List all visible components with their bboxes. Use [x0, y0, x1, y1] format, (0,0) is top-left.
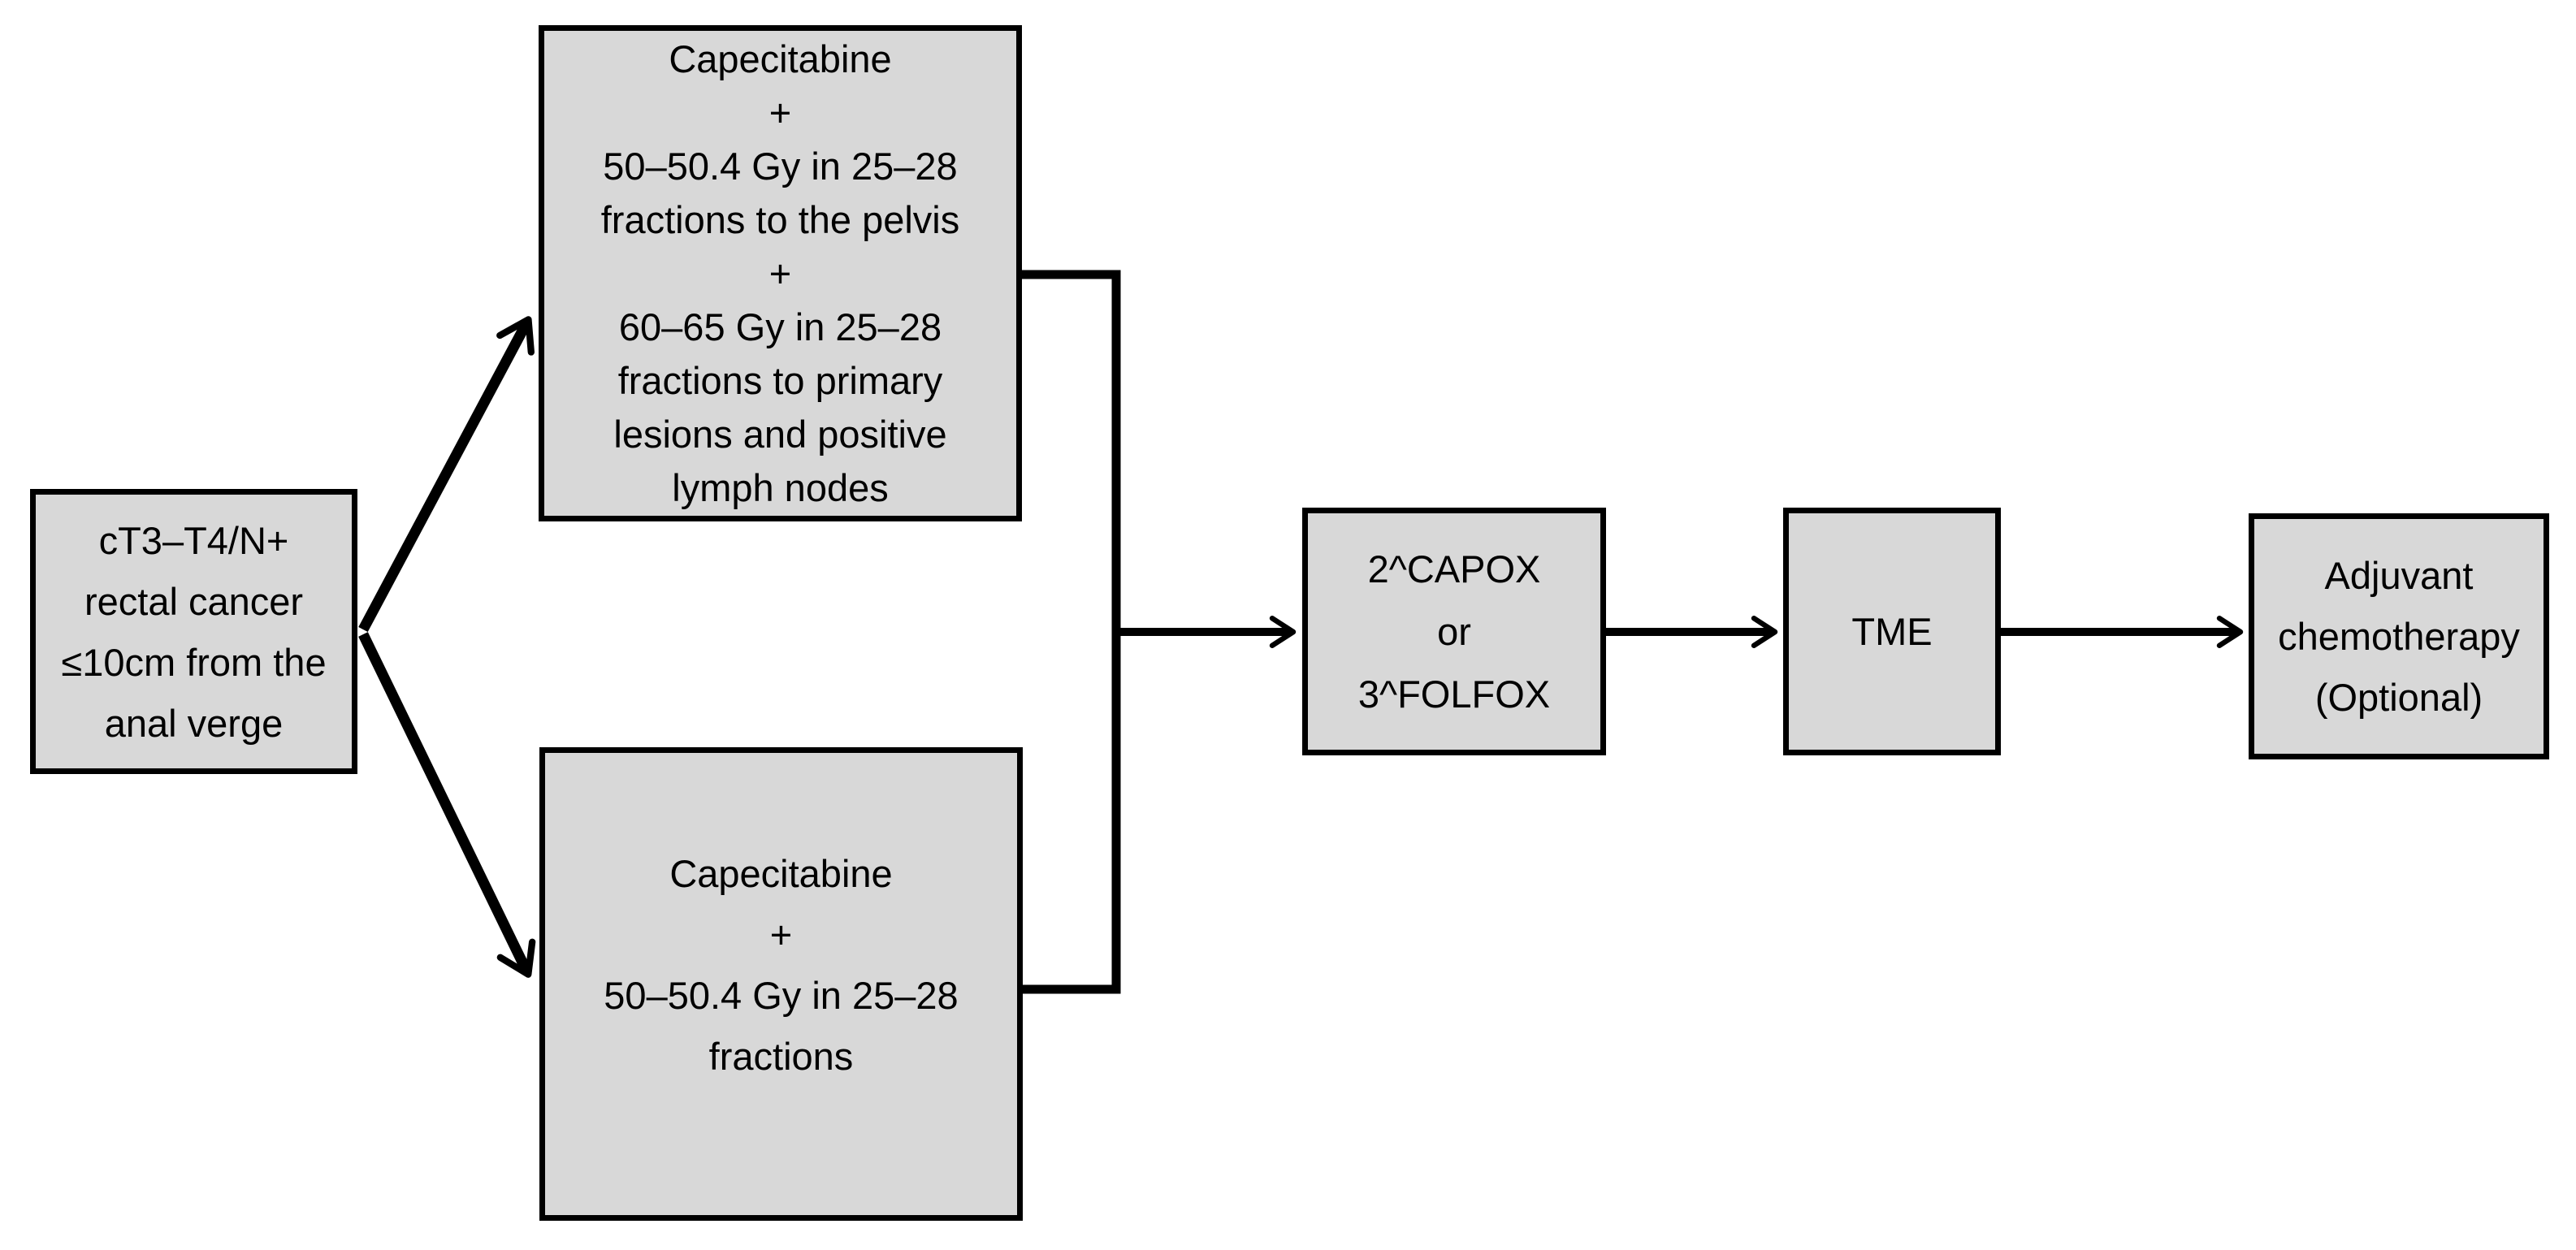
node-chemoradiation-label: Capecitabine + 50–50.4 Gy in 25–28 fract…: [604, 851, 959, 1078]
node-chemoradiation-with-boost: Capecitabine + 50–50.4 Gy in 25–28 fract…: [539, 25, 1022, 521]
node-adjuvant-chemotherapy-label: Adjuvant chemotherapy (Optional): [2278, 554, 2520, 719]
node-adjuvant-chemotherapy: Adjuvant chemotherapy (Optional): [2249, 513, 2549, 759]
node-diagnosis-label: cT3–T4/N+ rectal cancer ≤10cm from the a…: [61, 518, 327, 745]
merge-connector: [1021, 270, 1121, 994]
node-consolidation-chemotherapy-label: 2^CAPOX or 3^FOLFOX: [1357, 547, 1551, 716]
node-tme: TME: [1783, 508, 2001, 755]
node-tme-label: TME: [1851, 610, 1933, 653]
node-consolidation-chemotherapy: 2^CAPOX or 3^FOLFOX: [1302, 508, 1606, 755]
node-diagnosis: cT3–T4/N+ rectal cancer ≤10cm from the a…: [30, 489, 357, 774]
node-chemoradiation: Capecitabine + 50–50.4 Gy in 25–28 fract…: [539, 747, 1023, 1221]
arrow-diagnosis-to-chemoradiation: [358, 632, 536, 978]
arrow-diagnosis-to-chemoradiation-boost: [358, 316, 535, 633]
node-chemoradiation-with-boost-label: Capecitabine + 50–50.4 Gy in 25–28 fract…: [600, 37, 960, 509]
